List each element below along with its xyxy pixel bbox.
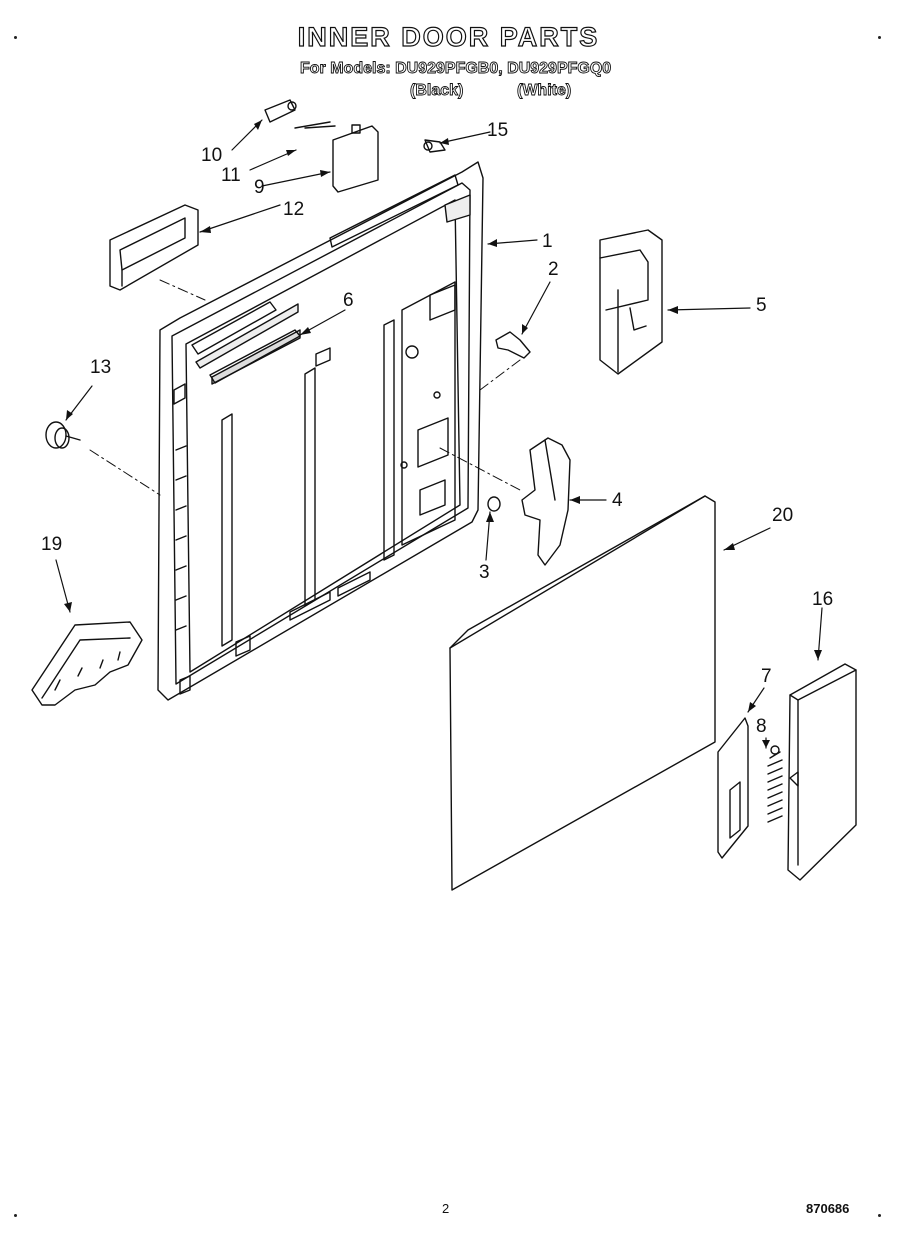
alignment-lines — [89, 279, 521, 496]
callout-5: 5 — [756, 295, 767, 316]
strip-6 — [209, 329, 301, 384]
callout-4: 4 — [612, 490, 623, 511]
callout-7: 7 — [761, 666, 772, 687]
callout-16: 16 — [812, 589, 834, 610]
registration-mark — [878, 36, 881, 39]
callout-6: 6 — [343, 290, 354, 311]
callout-3: 3 — [479, 562, 490, 583]
part-5 — [599, 229, 663, 375]
models-line: For Models: DU929PFGB0, DU929PFGQ0 — [300, 60, 612, 78]
part-20-outer-panel — [449, 495, 716, 891]
page-title: INNER DOOR PARTS — [297, 21, 600, 52]
callout-13: 13 — [90, 357, 112, 378]
variant-white-label: (White) — [517, 82, 572, 100]
leader-arrows — [64, 120, 822, 748]
hinge-screws — [264, 99, 336, 129]
page-number: 2 — [442, 1201, 450, 1216]
callout-2: 2 — [548, 259, 559, 280]
handle-12 — [109, 204, 199, 291]
callout-9: 9 — [254, 177, 265, 198]
callout-12: 12 — [283, 199, 305, 220]
callout-19: 19 — [41, 534, 63, 555]
document-number: 870686 — [806, 1201, 850, 1216]
registration-mark — [14, 1214, 17, 1217]
callout-1: 1 — [542, 231, 553, 252]
callout-11: 11 — [221, 165, 241, 186]
registration-mark — [878, 1214, 881, 1217]
callout-8: 8 — [756, 716, 767, 737]
part-7 — [717, 717, 749, 859]
part-3 — [487, 496, 501, 512]
part-8-spring — [767, 745, 783, 823]
registration-mark — [14, 36, 17, 39]
variant-black-label: (Black) — [410, 82, 464, 100]
leader-lines — [55, 119, 823, 749]
inner-door-panel — [157, 161, 484, 701]
part-2 — [495, 331, 531, 359]
hinge-cover — [332, 124, 379, 193]
part-13 — [45, 421, 81, 449]
callout-10: 10 — [201, 145, 223, 166]
part-19 — [31, 621, 143, 706]
part-16 — [787, 663, 857, 881]
callout-15: 15 — [487, 120, 509, 141]
callout-20: 20 — [772, 505, 794, 526]
part-4 — [521, 437, 571, 566]
screw-15 — [423, 139, 446, 153]
